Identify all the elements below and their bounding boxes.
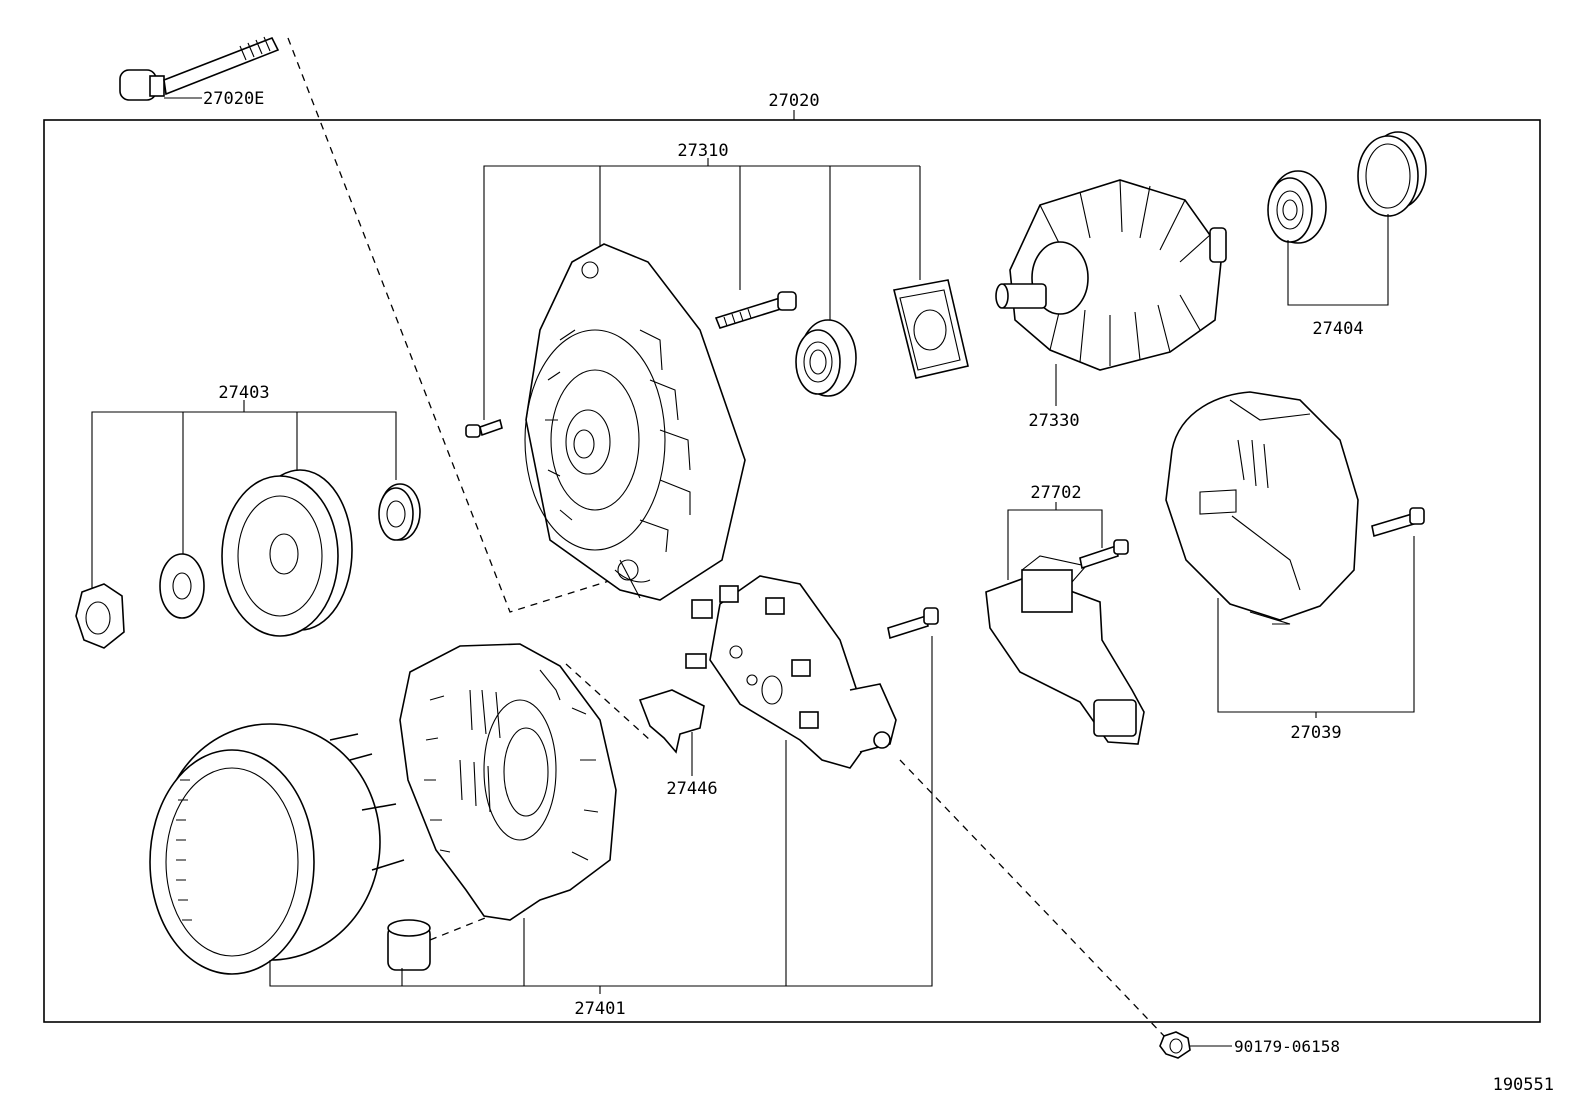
- end-cover-screw-part[interactable]: [1371, 507, 1425, 538]
- end-cover-part[interactable]: [1165, 391, 1359, 625]
- bushing-dashed-path: [429, 915, 491, 941]
- terminal-nut-part[interactable]: [1159, 1031, 1191, 1059]
- label-regulator[interactable]: 27702: [1030, 483, 1081, 503]
- rectifier-part[interactable]: [685, 575, 897, 769]
- label-rectifier-end-frame[interactable]: 27401: [574, 999, 625, 1019]
- label-drive-end-frame[interactable]: 27310: [677, 141, 728, 161]
- rectifier-screw-part[interactable]: [887, 607, 939, 640]
- label-terminal-nut[interactable]: 90179-06158: [1234, 1037, 1340, 1056]
- rectifier-end-frame-bracket: [269, 636, 933, 994]
- rectifier-end-frame-part[interactable]: [399, 643, 617, 921]
- label-rotor[interactable]: 27330: [1028, 411, 1079, 431]
- bushing-part[interactable]: [387, 919, 431, 971]
- label-end-cover[interactable]: 27039: [1290, 723, 1341, 743]
- drive-end-frame-bracket: [483, 158, 921, 420]
- rear-bearing-part[interactable]: [1267, 170, 1327, 244]
- pivot-bolt-part[interactable]: [119, 36, 280, 101]
- label-insulator[interactable]: 27446: [666, 779, 717, 799]
- pulley-bracket: [91, 400, 397, 596]
- label-pulley-kit[interactable]: 27403: [218, 383, 269, 403]
- bearing-retainer-part[interactable]: [893, 279, 969, 379]
- regulator-bracket: [1007, 502, 1103, 580]
- front-bearing-part[interactable]: [795, 319, 857, 397]
- insulator-part[interactable]: [638, 689, 705, 754]
- stator-part[interactable]: [149, 723, 405, 975]
- rear-bearing-bracket: [1287, 214, 1389, 306]
- through-bolt-part[interactable]: [714, 291, 797, 329]
- regulator-screw-part[interactable]: [1079, 539, 1129, 570]
- label-assembly[interactable]: 27020: [768, 91, 819, 111]
- pulley-washer-part[interactable]: [159, 553, 205, 619]
- pulley-part[interactable]: [221, 469, 353, 637]
- regulator-part[interactable]: [985, 555, 1145, 745]
- bearing-cover-part[interactable]: [1357, 131, 1427, 217]
- label-pivot-bolt[interactable]: 27020E: [203, 89, 264, 109]
- pulley-spacer-part[interactable]: [378, 483, 421, 541]
- assembly-frame: [43, 119, 1541, 1023]
- terminal-dashed-path: [899, 759, 1167, 1039]
- frame-screw-part[interactable]: [465, 418, 503, 438]
- insulator-dashed-path: [565, 663, 651, 741]
- rotor-part[interactable]: [995, 179, 1227, 371]
- drive-end-frame-part[interactable]: [524, 243, 746, 601]
- pulley-nut-part[interactable]: [75, 583, 125, 649]
- label-rear-bearing-kit[interactable]: 27404: [1312, 319, 1363, 339]
- pivot-bolt-dashed-path: [287, 37, 613, 613]
- end-cover-bracket: [1217, 536, 1415, 718]
- label-drawing-number: 190551: [1493, 1075, 1554, 1095]
